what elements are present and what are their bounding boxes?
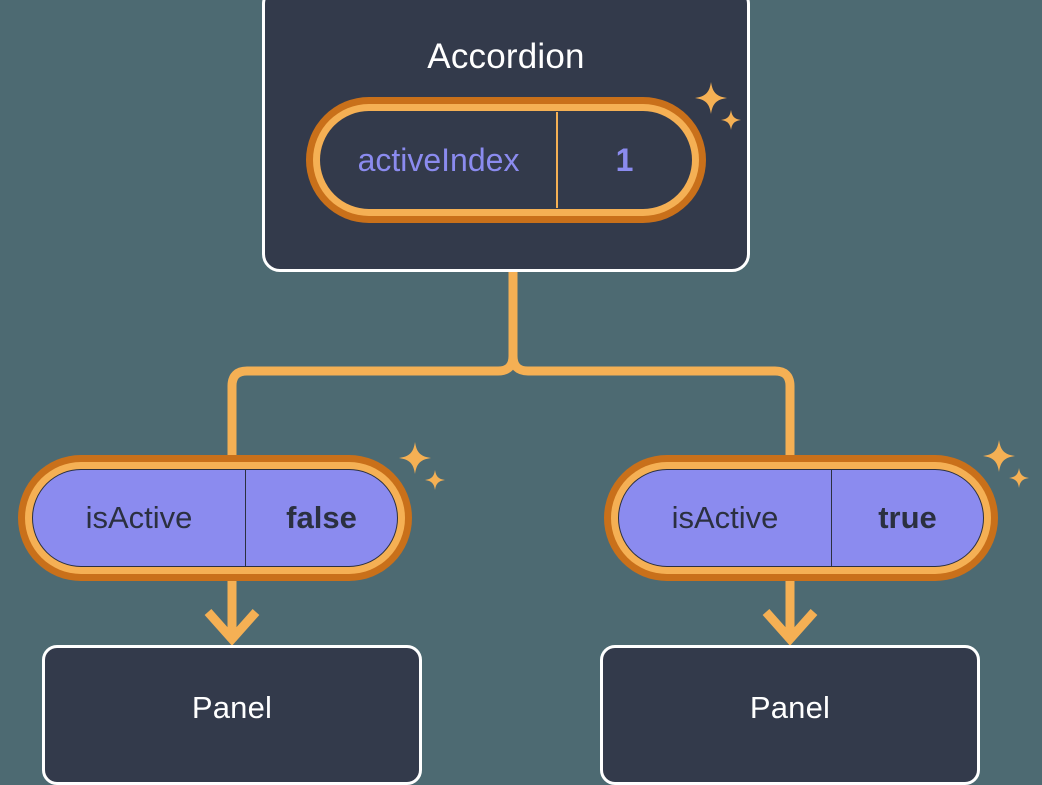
edge-root-to-right-state: [508, 267, 795, 460]
state-key-is-active-left: isActive: [33, 470, 246, 566]
state-pill-inner-ring: activeIndex 1: [313, 104, 699, 216]
state-pill-is-active-right[interactable]: isActive true: [604, 455, 998, 581]
component-title-panel-right: Panel: [749, 690, 831, 725]
state-key-is-active-right: isActive: [619, 470, 832, 566]
state-pill-body: isActive true: [618, 469, 984, 567]
state-value-active-index: 1: [615, 141, 634, 178]
state-pill-inner-ring: isActive false: [25, 462, 405, 574]
edge-root-to-left-state: [227, 267, 518, 460]
state-pill-body: activeIndex 1: [320, 111, 692, 209]
state-value-is-active-left: false: [286, 500, 357, 535]
state-key-active-index: activeIndex: [321, 112, 558, 208]
arrowhead-left: [204, 609, 260, 646]
state-value-is-active-right: true: [878, 500, 937, 535]
component-node-panel-left[interactable]: Panel: [42, 645, 422, 785]
component-title-panel-left: Panel: [191, 690, 273, 725]
component-title-accordion: Accordion: [427, 37, 585, 76]
state-pill-is-active-left[interactable]: isActive false: [18, 455, 412, 581]
state-pill-body: isActive false: [32, 469, 398, 567]
state-pill-inner-ring: isActive true: [611, 462, 991, 574]
state-pill-active-index[interactable]: activeIndex 1: [306, 97, 706, 223]
arrowhead-right: [762, 609, 818, 646]
component-node-panel-right[interactable]: Panel: [600, 645, 980, 785]
